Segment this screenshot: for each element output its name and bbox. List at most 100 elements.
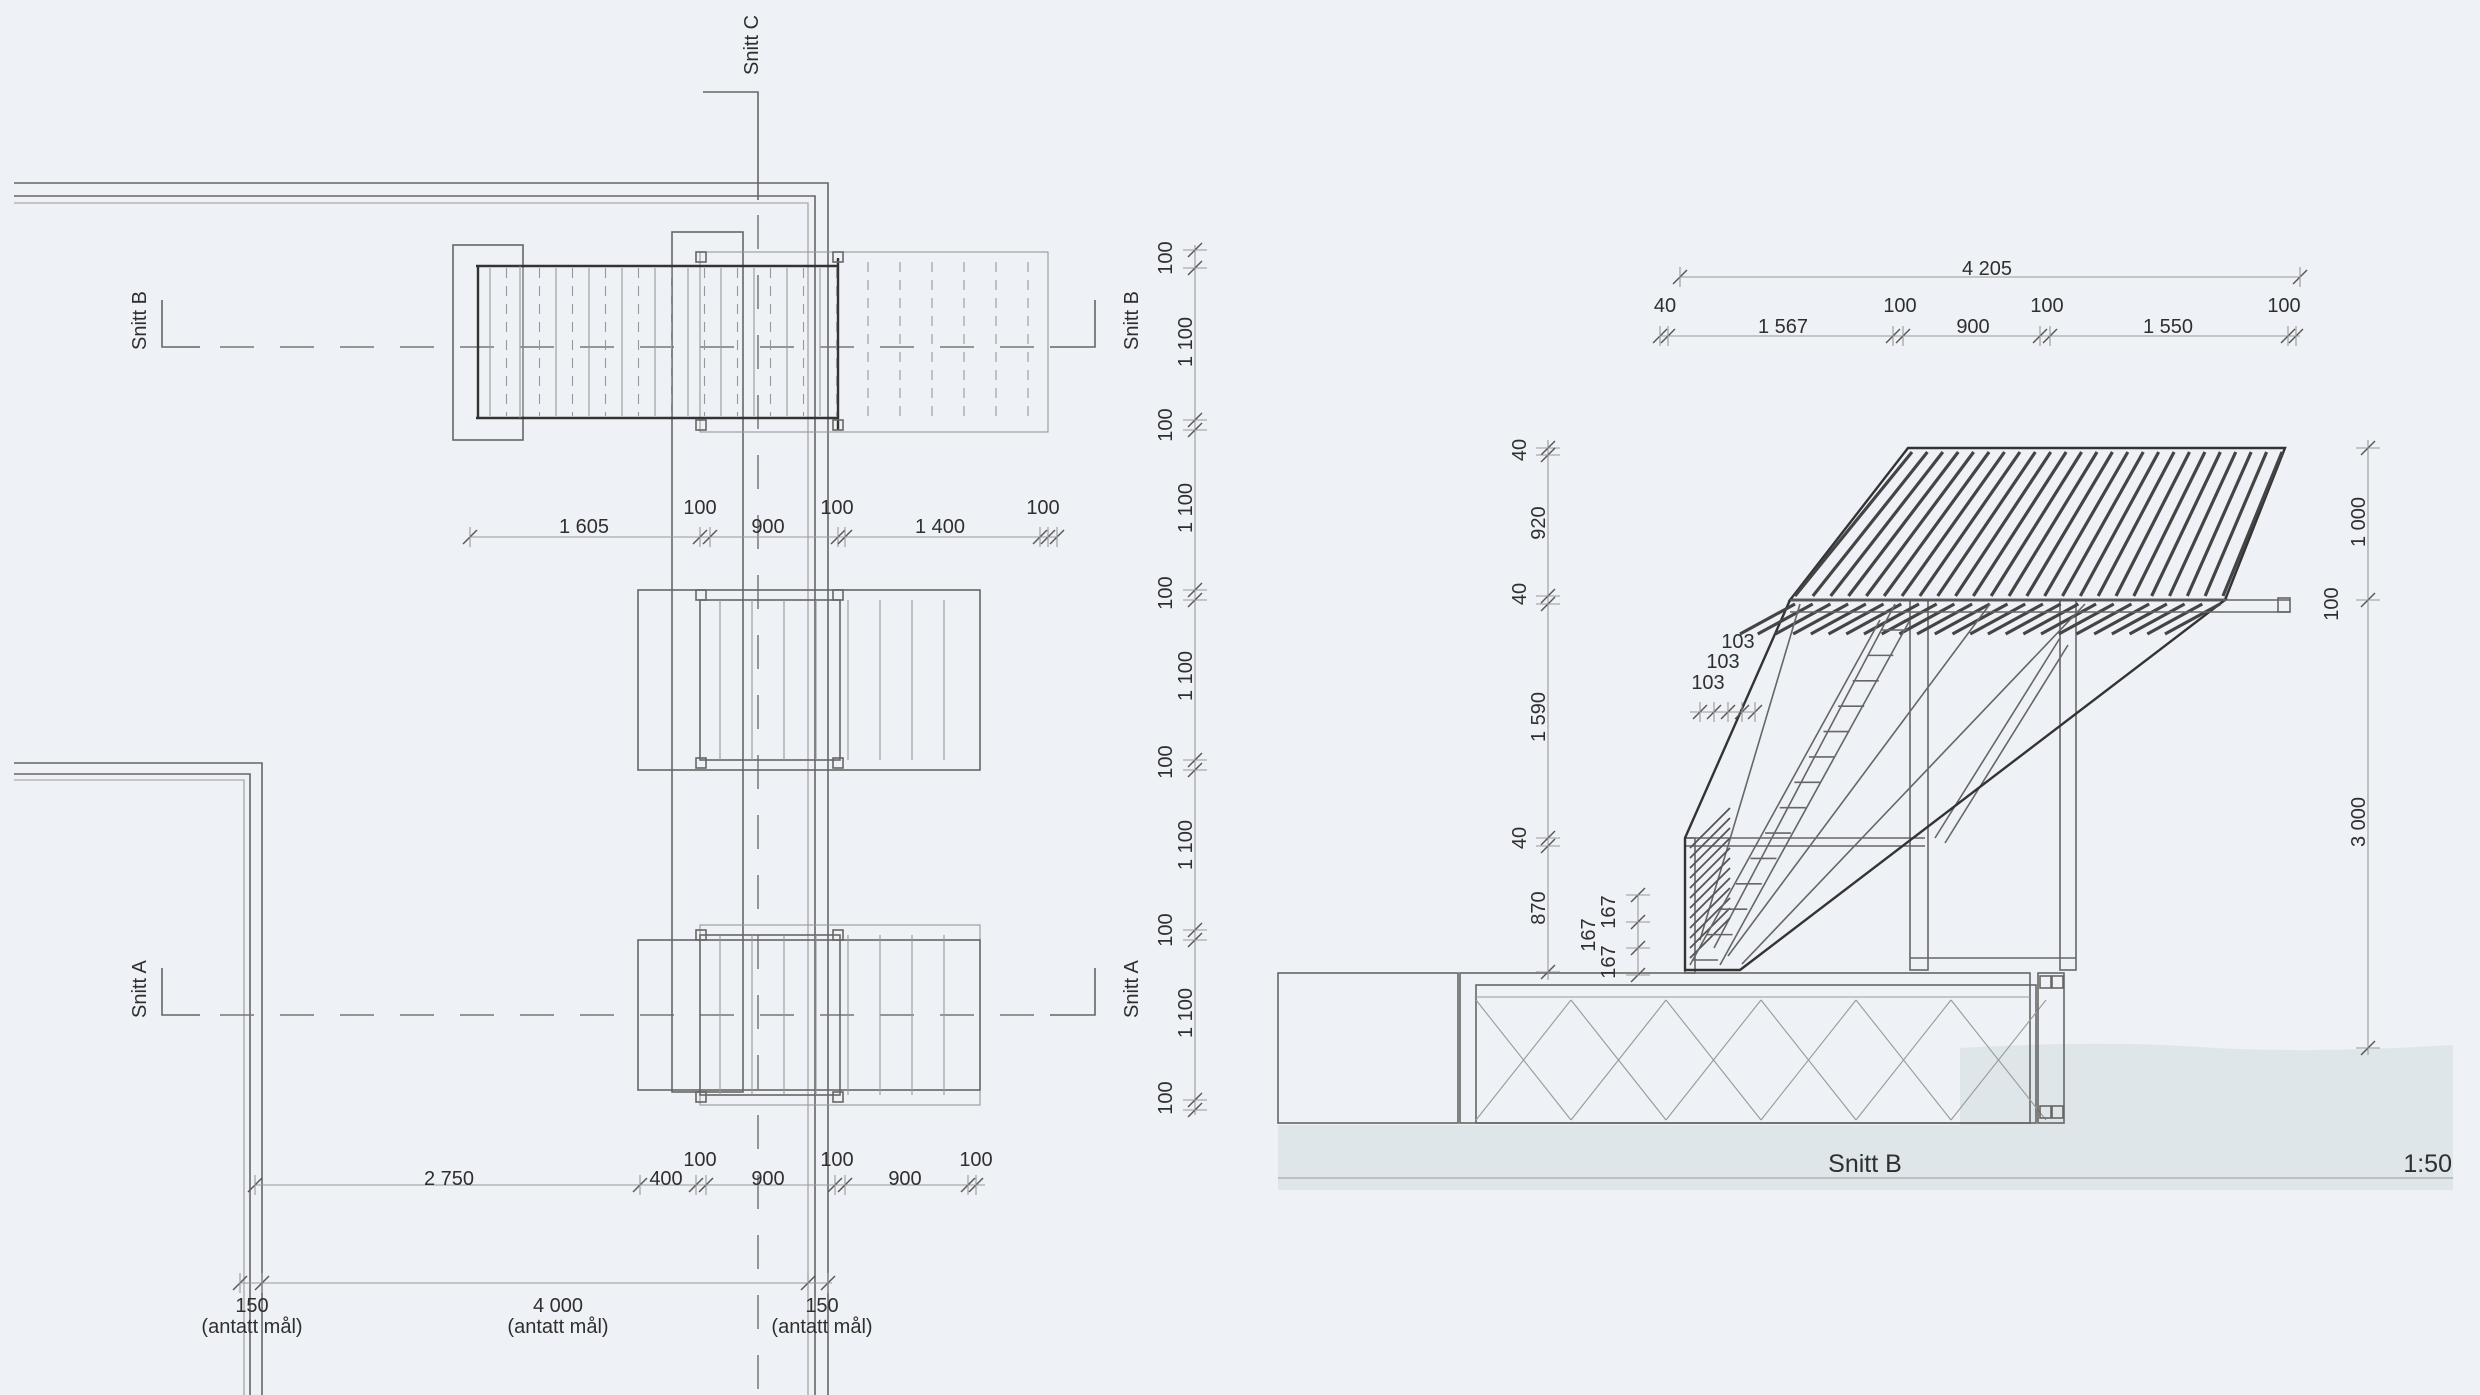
plan-view: Snitt C Snitt B Snitt B Snitt A Snitt A xyxy=(14,15,1207,1395)
dim-lower2-3: 150 xyxy=(805,1295,838,1317)
panel-slat xyxy=(1954,451,2053,597)
panel-slat xyxy=(2096,451,2176,597)
panel-slat xyxy=(1847,451,1960,597)
plan-bottom-unit xyxy=(637,924,981,1106)
dim-vert-10: 1 100 xyxy=(1175,988,1197,1038)
quay-fill-pattern xyxy=(1475,999,2047,1121)
ladder-rail xyxy=(1719,619,1911,966)
dim-lower-sub-1: (antatt mål) xyxy=(201,1316,302,1338)
panel-slat-edge xyxy=(2040,602,2097,636)
section-dims-top: 4 205 40 100 100 100 1 567 900 1 550 xyxy=(1652,258,2308,346)
hatch-line xyxy=(1689,827,1731,869)
bottom-unit-slats xyxy=(719,935,945,1095)
plan-dims-vertical: 100 1 100 100 1 100 100 1 100 100 1 100 … xyxy=(1155,241,1207,1118)
section-dims-left: 40 920 40 1 590 40 870 xyxy=(1509,439,1560,980)
panel-slat-edge xyxy=(1987,602,2044,636)
panel-rail xyxy=(1699,603,1801,941)
hatch-line xyxy=(1689,807,1731,849)
panel-rail xyxy=(1741,603,2086,965)
panel-slat xyxy=(1882,451,1991,597)
dim-left-1: 40 xyxy=(1509,439,1531,461)
panel-slat xyxy=(2007,451,2099,597)
stair-treads xyxy=(489,262,1029,422)
hatch-line xyxy=(1689,857,1731,899)
panel-slat-edge xyxy=(1969,602,2026,636)
dim-step-3: 167 xyxy=(1598,895,1620,928)
dim-left-5: 40 xyxy=(1509,827,1531,849)
quay-block xyxy=(1277,972,2065,1124)
dim-vert-7: 100 xyxy=(1155,745,1177,778)
hatch-line xyxy=(1689,887,1731,929)
dim-upper-2: 100 xyxy=(683,497,716,519)
quay-hatch xyxy=(1855,999,1952,1121)
panel-slat-edge xyxy=(1880,602,1938,636)
panel-slat xyxy=(1936,451,2037,597)
dim-top-main-3: 1 550 xyxy=(2143,316,2193,338)
dim-left-4: 1 590 xyxy=(1528,692,1550,742)
plan-main-beam xyxy=(671,231,744,1093)
panel-rail xyxy=(1727,603,1991,957)
dim-step-1: 167 xyxy=(1578,918,1600,951)
panel-slat-edge xyxy=(2146,602,2204,636)
panel-slat-edge xyxy=(1951,602,2009,636)
lower-hatch xyxy=(1689,807,1731,959)
dim-vert-9: 100 xyxy=(1155,913,1177,946)
dim-vert-4: 1 100 xyxy=(1175,483,1197,533)
dim-vert-6: 1 100 xyxy=(1175,651,1197,701)
panel-slat xyxy=(1829,451,1945,597)
panel-slat-edge xyxy=(1863,602,1920,636)
panel-slat-edge xyxy=(2004,602,2062,636)
panel-slat xyxy=(1918,451,2022,597)
panel-slat-edge xyxy=(1934,602,1991,636)
dim-lower1-1: 2 750 xyxy=(424,1168,474,1190)
dim-lower2-1: 150 xyxy=(235,1295,268,1317)
panel-slat-edge xyxy=(1739,602,1796,636)
quay-hatch xyxy=(1760,999,1857,1121)
panel-slat xyxy=(1900,451,2006,597)
plan-building-outline xyxy=(14,182,829,1395)
dim-top-small-4: 100 xyxy=(2267,295,2300,317)
dim-vert-3: 100 xyxy=(1155,408,1177,441)
plan-dims-lower-row1: 2 750 400 100 900 100 900 100 xyxy=(247,1149,993,1195)
hatch-line xyxy=(1689,847,1731,889)
dim-right-1: 1 000 xyxy=(2348,497,2370,547)
dim-lower1-4: 900 xyxy=(751,1168,784,1190)
panel-slat-edge xyxy=(2022,602,2080,636)
panel-slat xyxy=(1971,451,2068,597)
water-surface xyxy=(1960,1043,2453,1125)
snitt-b-label-left: Snitt B xyxy=(129,291,151,350)
dim-vert-1: 100 xyxy=(1155,241,1177,274)
panel-rail xyxy=(1713,603,1896,949)
dim-vert-8: 1 100 xyxy=(1175,820,1197,870)
dim-lower-sub-2: (antatt mål) xyxy=(507,1316,608,1338)
panel-slat-edge xyxy=(1898,602,1956,636)
hatch-line xyxy=(1689,867,1731,909)
panel-slat xyxy=(1989,451,2083,597)
dim-upper-1: 1 605 xyxy=(559,516,609,538)
snitt-c-marker: Snitt C xyxy=(703,15,763,1395)
dim-upper-4: 100 xyxy=(820,497,853,519)
panel-slat-edge xyxy=(1774,602,1832,636)
hatch-line xyxy=(1689,877,1731,919)
dim-top-main-1: 1 567 xyxy=(1758,316,1808,338)
panel-slat xyxy=(1865,451,1975,597)
panel-slat xyxy=(2114,451,2191,597)
section-dims-right: 1 000 100 3 000 xyxy=(2321,440,2380,1056)
hatch-line xyxy=(1689,917,1731,959)
section-dims-step: 167 167 167 xyxy=(1578,887,1650,983)
panel-slat-edge xyxy=(2057,602,2115,636)
dim-top-total: 4 205 xyxy=(1962,258,2012,280)
snitt-b-marker: Snitt B Snitt B xyxy=(129,291,1143,350)
hatch-line xyxy=(1689,817,1731,859)
section-view: 4 205 40 100 100 100 1 567 900 1 550 40 … xyxy=(1277,258,2453,1190)
dim-left-2: 920 xyxy=(1528,506,1550,539)
dim-upper-5: 1 400 xyxy=(915,516,965,538)
snitt-c-label: Snitt C xyxy=(741,15,763,75)
panel-slat-edge xyxy=(1916,602,1973,636)
snitt-b-label-right: Snitt B xyxy=(1121,291,1143,350)
panel-slat-edge xyxy=(2128,602,2186,636)
quay-hatch xyxy=(1950,999,2047,1121)
snitt-a-label-left: Snitt A xyxy=(129,960,151,1018)
panel-slat-edge xyxy=(1792,602,1849,636)
